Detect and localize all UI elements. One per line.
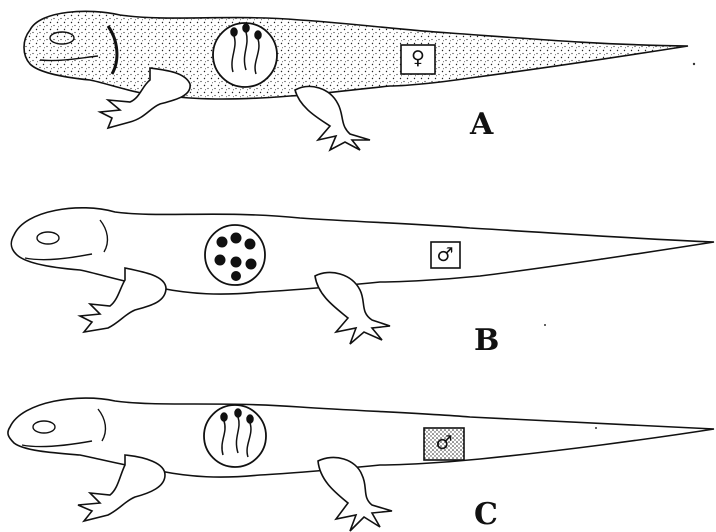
salamander-figure: ♀ A ♂ B	[0, 0, 716, 531]
print-specks	[0, 0, 716, 531]
